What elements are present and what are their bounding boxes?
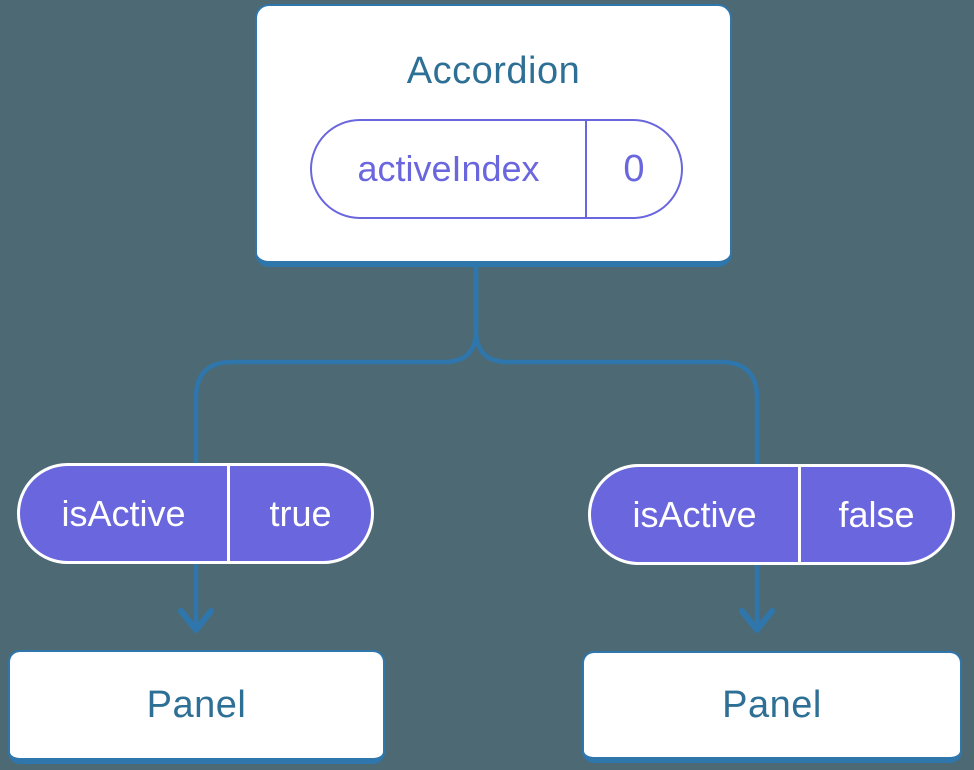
panel-node-right: Panel xyxy=(582,651,962,763)
accordion-component-node: Accordion activeIndex 0 xyxy=(255,4,732,267)
prop-pill-name: isActive xyxy=(20,466,230,561)
prop-pill-value: true xyxy=(269,492,332,534)
arrow-down-icon xyxy=(178,608,214,633)
connector-left-branch xyxy=(193,262,479,626)
prop-pill-isactive-false: isActive false xyxy=(588,464,955,565)
prop-pill-isactive-true: isActive true xyxy=(17,463,374,564)
accordion-title: Accordion xyxy=(406,50,581,92)
panel-title: Panel xyxy=(146,683,247,726)
state-pill-value: 0 xyxy=(623,147,645,190)
prop-pill-value: false xyxy=(838,493,915,535)
panel-node-left: Panel xyxy=(8,650,385,764)
state-pill-name: activeIndex xyxy=(312,121,587,217)
connector-right-branch xyxy=(473,262,760,626)
state-pill-activeindex: activeIndex 0 xyxy=(310,119,683,219)
arrow-down-icon xyxy=(739,608,775,633)
prop-pill-name: isActive xyxy=(591,467,801,562)
panel-title: Panel xyxy=(722,683,822,726)
